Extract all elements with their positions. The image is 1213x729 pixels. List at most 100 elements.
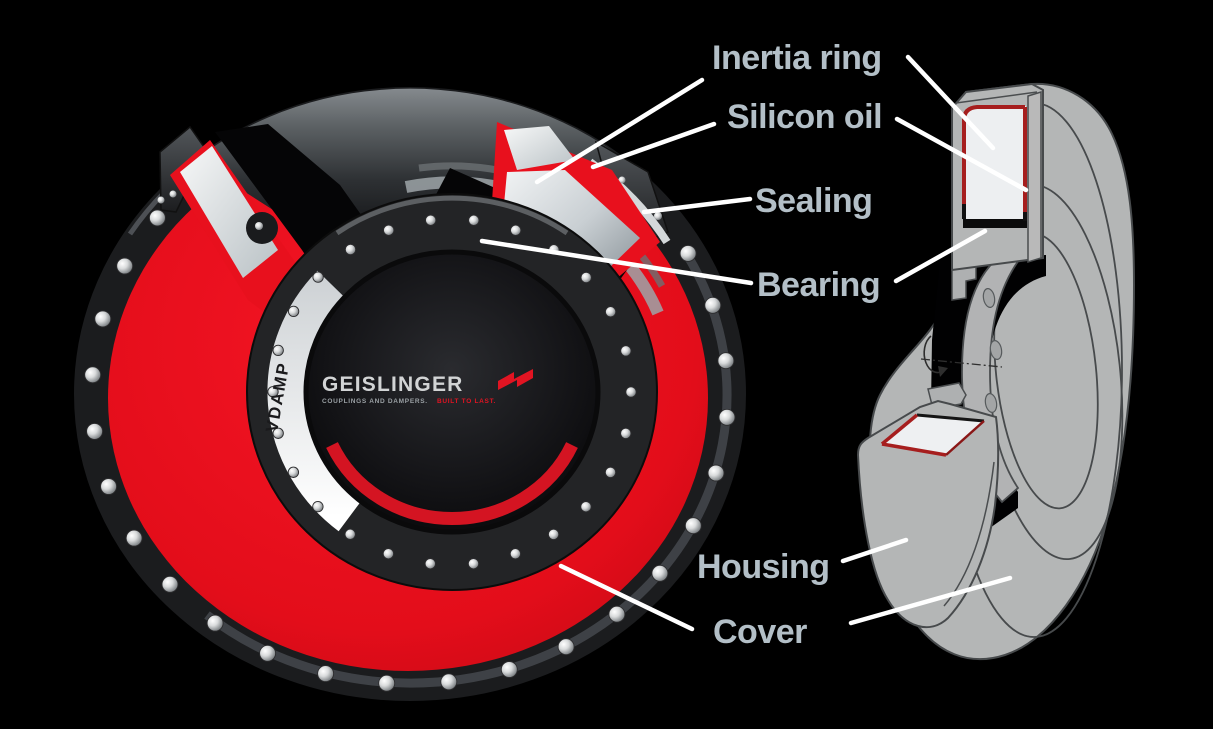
logo-tagline: COUPLINGS AND DAMPERS.	[322, 398, 428, 405]
bolt	[344, 243, 357, 256]
bolt	[272, 344, 284, 357]
brand-wordmark: GEISLINGER	[322, 373, 464, 396]
bolt	[509, 548, 522, 560]
hub-center	[303, 249, 601, 535]
section-bottom-block	[856, 399, 1000, 629]
bolt	[679, 244, 697, 262]
geislinger-logo: GEISLINGER COUPLINGS AND DAMPERS. BUILT …	[322, 369, 533, 405]
label-bearing: Bearing	[757, 266, 880, 304]
bolt	[557, 638, 575, 656]
bolt	[707, 464, 725, 482]
bolt	[148, 209, 166, 227]
top-block-face-line	[955, 91, 1038, 104]
left-inertia-ring-face	[180, 146, 278, 278]
flange-bolt-ring	[267, 214, 637, 570]
bolt	[620, 427, 632, 440]
brand-mark-icon	[498, 369, 533, 390]
bolt	[116, 257, 134, 275]
rotation-axis-symbol	[920, 335, 1003, 377]
damper-3d-view: VDAMP GEISLINGER COUPLINGS AND DAMPERS. …	[72, 85, 748, 703]
bolt	[125, 529, 143, 547]
leader-sealing	[641, 196, 753, 215]
bolt	[684, 517, 702, 535]
bolt	[651, 564, 669, 582]
bottom-block-body	[856, 399, 1000, 629]
leader-bearing-right	[893, 228, 988, 284]
bolt	[287, 466, 300, 478]
bolt	[440, 673, 458, 691]
top-bearing-edge	[963, 219, 1027, 228]
bolt	[382, 548, 395, 560]
bolt	[259, 644, 277, 662]
bolt	[547, 528, 560, 541]
bottom-oil-outline	[880, 413, 947, 457]
bolt	[625, 386, 637, 398]
bolt	[84, 366, 102, 384]
bolt	[378, 674, 396, 692]
label-sealing: Sealing	[755, 182, 872, 220]
bolt	[620, 345, 632, 357]
flange-hole	[989, 339, 1003, 361]
bolt	[704, 296, 722, 314]
top-black-ticks	[962, 204, 1027, 221]
bolt	[510, 224, 522, 236]
sealing-bolt	[618, 176, 626, 184]
cap-rivet	[169, 190, 177, 198]
bolt	[317, 665, 335, 683]
leader-housing	[840, 537, 909, 564]
bolt	[604, 306, 617, 318]
bolt	[467, 558, 480, 570]
part-labels: Inertia ring Silicon oil Sealing Bearing…	[697, 39, 883, 651]
vdamp-band	[267, 270, 362, 532]
sealing-bolt	[654, 212, 662, 220]
bolt	[100, 478, 118, 495]
bolt	[312, 271, 324, 283]
leader-silicon-oil-left	[590, 121, 717, 170]
bolt	[604, 466, 617, 479]
bolt	[500, 661, 518, 678]
flange-highlight	[335, 195, 569, 236]
sealing-plate	[1027, 90, 1042, 264]
leader-silicon-oil-right	[894, 116, 1029, 193]
leader-cover-right	[848, 575, 1013, 626]
label-cover: Cover	[713, 613, 807, 651]
hub-red-crescent	[326, 442, 578, 526]
bolt	[94, 310, 112, 328]
outer-bolt-ring	[84, 209, 736, 692]
logo-tagline-highlight: BUILT TO LAST.	[437, 398, 496, 405]
flange-hole	[982, 287, 996, 309]
boss-bolt	[255, 222, 263, 230]
bolt	[312, 500, 324, 513]
label-housing: Housing	[697, 548, 829, 586]
cap-rivet	[157, 196, 165, 204]
leader-bearing-left	[479, 238, 754, 286]
bolt	[580, 271, 592, 284]
right-inertia-ring-face	[504, 126, 575, 170]
bolt	[344, 528, 356, 540]
label-silicon-oil: Silicon oil	[727, 98, 882, 136]
bolt	[468, 214, 480, 226]
bolt	[383, 224, 395, 236]
cross-section-view	[856, 82, 1136, 661]
bolt	[608, 605, 626, 623]
bolt	[86, 422, 104, 440]
flange-hole	[984, 392, 998, 414]
leader-lines	[479, 54, 1029, 632]
bolt	[580, 501, 592, 513]
bottom-bearing-edge	[916, 413, 985, 423]
bottom-oil-outline-right	[945, 420, 985, 456]
axis-centerline	[920, 358, 1003, 368]
bolt	[425, 214, 437, 226]
label-inertia-ring: Inertia ring	[712, 39, 882, 77]
leader-cover-left	[558, 563, 695, 632]
bolt	[424, 558, 436, 570]
bolt	[272, 427, 284, 439]
rotation-arrow-head	[938, 366, 948, 377]
bolt	[206, 614, 224, 632]
bolt	[267, 386, 279, 398]
leader-inertia-ring-right	[905, 54, 996, 151]
bolt	[287, 305, 300, 318]
bolt	[161, 575, 179, 593]
leader-inertia-ring-left	[534, 77, 705, 185]
